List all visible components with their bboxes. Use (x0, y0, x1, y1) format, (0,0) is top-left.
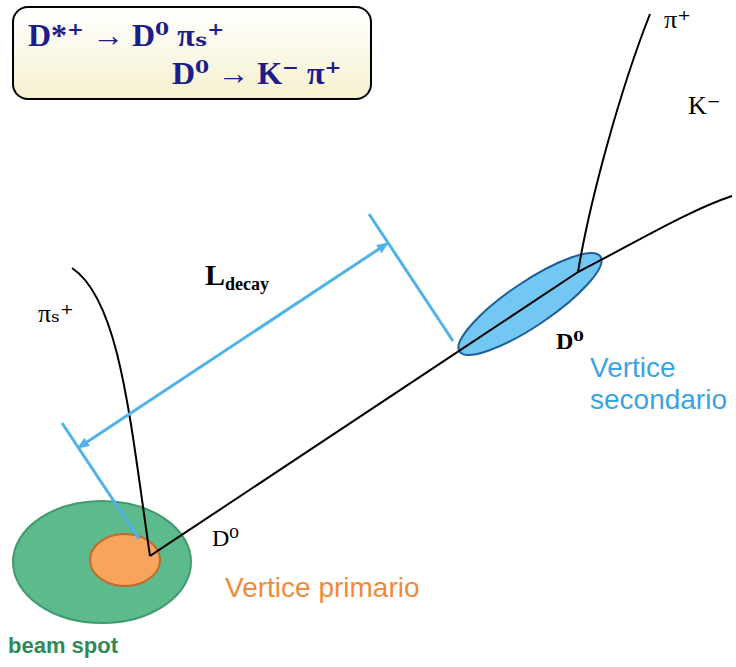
decay-equation: D*⁺ → D⁰ πₛ⁺ (28, 16, 224, 54)
primary-vertex-outline (89, 533, 161, 587)
node-text: D⁰ (212, 524, 239, 552)
particle-label: K⁻ (688, 90, 721, 121)
beam-spot-fill (13, 501, 191, 623)
node-text: D⁰ (556, 326, 584, 355)
track-stubs (150, 272, 578, 556)
beam-spot: beam spotD⁰Vertice primario (12, 500, 192, 624)
node-text: Vertice primario (225, 572, 420, 604)
pion-track (578, 14, 650, 272)
node-text: D⁰ → K⁻ π⁺ (172, 54, 341, 92)
primary-vertex-fill (90, 534, 160, 586)
decay-length-subscript: decay (225, 274, 269, 295)
node-text: beam spot (8, 633, 118, 659)
flight-path (161, 352, 458, 549)
decay-length-symbol: L (205, 258, 225, 292)
node-text: Vertice secondario (590, 352, 736, 416)
secondary-vertex-fill (447, 238, 613, 370)
primary-vertex: D⁰Vertice primario (89, 533, 161, 587)
dimension-arrow (78, 243, 388, 448)
particle-label: π⁺ (664, 4, 691, 35)
reaction-box: D*⁺ → D⁰ πₛ⁺D⁰ → K⁻ π⁺ (12, 6, 372, 100)
extension-line (369, 214, 453, 341)
particle-label: πₛ⁺ (38, 298, 74, 329)
kaon-track (578, 196, 732, 272)
